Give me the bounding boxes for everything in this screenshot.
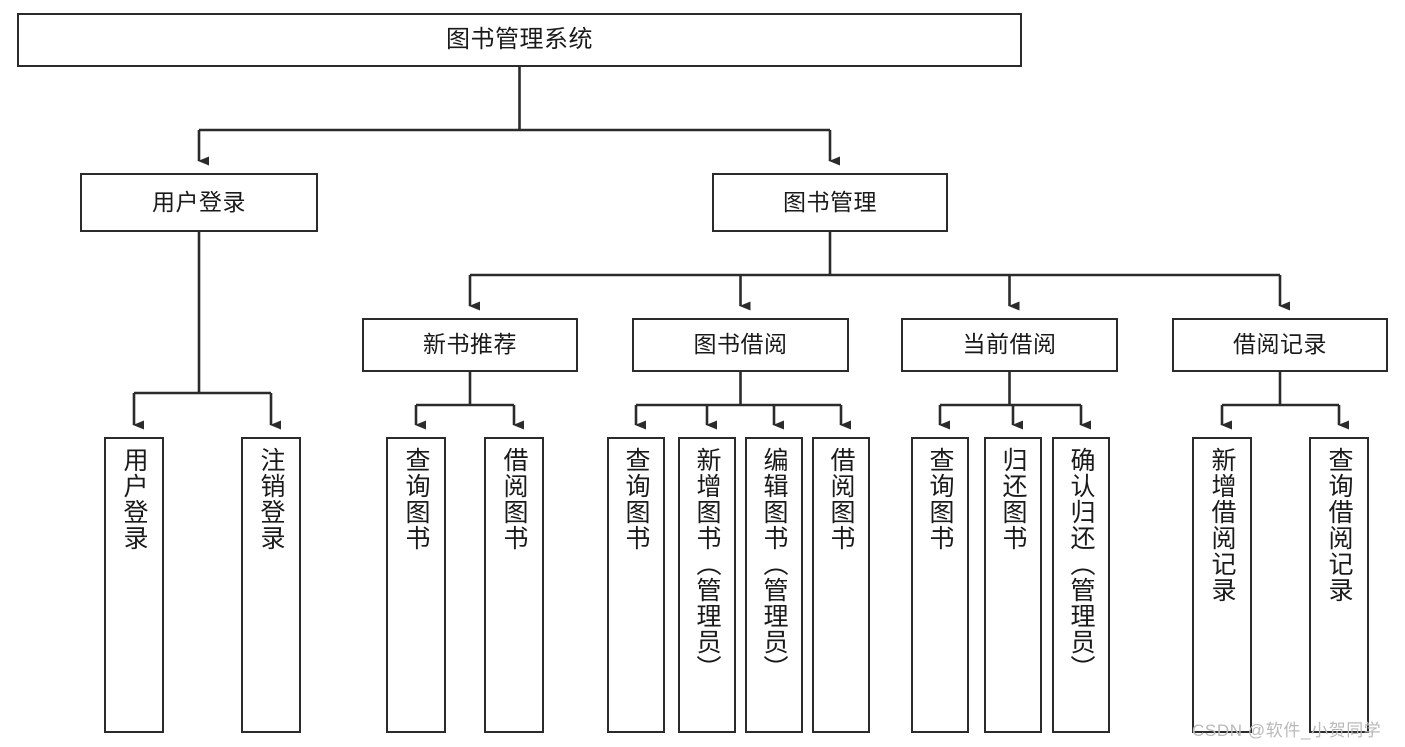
node-label: 注销登录 bbox=[257, 447, 285, 551]
node-level1-1[interactable]: 图书管理 bbox=[712, 173, 948, 232]
node-label: 图书管理 bbox=[783, 188, 877, 215]
node-label: 查询借阅记录 bbox=[1325, 447, 1353, 603]
node-label: 确认归还（管理员） bbox=[1067, 447, 1095, 681]
node-label: 图书借阅 bbox=[693, 331, 788, 358]
node-leaf-8[interactable]: 查询图书 bbox=[911, 437, 969, 733]
watermark-text: CSDN @软件_小贺同学 bbox=[1192, 721, 1382, 740]
node-leaf-0[interactable]: 用户登录 bbox=[104, 437, 164, 733]
node-label: 用户登录 bbox=[152, 188, 246, 215]
node-label: 借阅记录 bbox=[1233, 331, 1327, 358]
node-leaf-9[interactable]: 归还图书 bbox=[984, 437, 1042, 733]
node-leaf-11[interactable]: 新增借阅记录 bbox=[1192, 437, 1252, 733]
node-leaf-12[interactable]: 查询借阅记录 bbox=[1309, 437, 1369, 733]
node-level2-0[interactable]: 新书推荐 bbox=[362, 318, 578, 372]
node-root[interactable]: 图书管理系统 bbox=[17, 13, 1022, 67]
node-leaf-2[interactable]: 查询图书 bbox=[386, 437, 446, 733]
node-level2-3[interactable]: 借阅记录 bbox=[1172, 318, 1388, 372]
node-leaf-3[interactable]: 借阅图书 bbox=[484, 437, 544, 733]
node-level2-1[interactable]: 图书借阅 bbox=[632, 318, 849, 372]
node-label: 图书管理系统 bbox=[446, 25, 593, 53]
node-label: 借阅图书 bbox=[500, 447, 528, 551]
node-label: 编辑图书（管理员） bbox=[760, 447, 788, 681]
node-leaf-10[interactable]: 确认归还（管理员） bbox=[1052, 437, 1110, 733]
node-level1-0[interactable]: 用户登录 bbox=[80, 173, 318, 232]
node-label: 归还图书 bbox=[999, 447, 1027, 551]
node-label: 新增图书（管理员） bbox=[693, 447, 721, 681]
node-label: 当前借阅 bbox=[962, 331, 1057, 358]
node-label: 查询图书 bbox=[402, 447, 430, 551]
node-label: 查询图书 bbox=[926, 447, 954, 551]
node-label: 用户登录 bbox=[120, 447, 148, 551]
node-leaf-7[interactable]: 借阅图书 bbox=[812, 437, 870, 733]
node-level2-2[interactable]: 当前借阅 bbox=[901, 318, 1118, 372]
node-label: 新书推荐 bbox=[423, 331, 517, 358]
node-leaf-4[interactable]: 查询图书 bbox=[607, 437, 665, 733]
node-leaf-5[interactable]: 新增图书（管理员） bbox=[678, 437, 736, 733]
node-label: 借阅图书 bbox=[827, 447, 855, 551]
node-leaf-1[interactable]: 注销登录 bbox=[241, 437, 301, 733]
node-label: 新增借阅记录 bbox=[1208, 447, 1236, 603]
node-leaf-6[interactable]: 编辑图书（管理员） bbox=[745, 437, 803, 733]
node-label: 查询图书 bbox=[622, 447, 650, 551]
